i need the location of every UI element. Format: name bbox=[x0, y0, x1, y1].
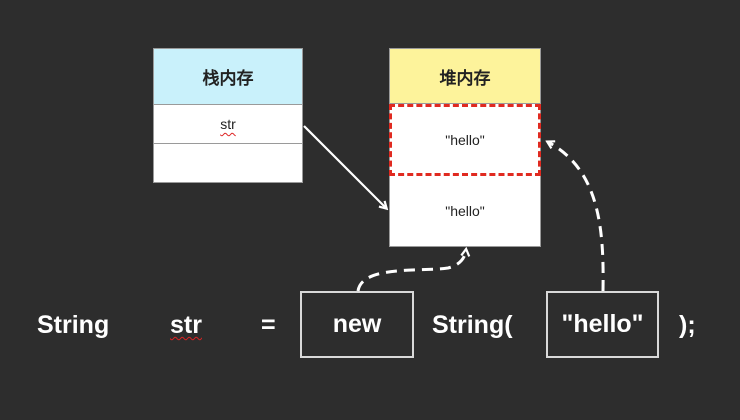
literal-pool-arrow bbox=[548, 142, 605, 292]
code-closing: ); bbox=[679, 311, 696, 339]
heap-string-pool-cell: "hello" bbox=[389, 104, 541, 176]
stack-memory-box: 栈内存 str bbox=[153, 48, 303, 183]
code-argument-box: "hello" bbox=[546, 291, 659, 358]
heap-memory-box: 堆内存 "hello" "hello" bbox=[389, 48, 541, 247]
code-new-keyword: new bbox=[332, 310, 382, 338]
code-keyword-string: String bbox=[37, 311, 110, 339]
stack-cell-str-label: str bbox=[220, 116, 236, 132]
stack-memory-header: 栈内存 bbox=[154, 49, 302, 105]
code-constructor: String( bbox=[432, 311, 513, 339]
stack-cell-str: str bbox=[154, 105, 302, 144]
heap-memory-header: 堆内存 bbox=[390, 49, 540, 104]
reference-arrow bbox=[303, 125, 386, 208]
code-argument-literal: "hello" bbox=[561, 310, 644, 338]
code-equals: = bbox=[261, 311, 276, 339]
code-new-box: new bbox=[300, 291, 414, 358]
code-variable-str: str bbox=[170, 311, 202, 339]
heap-object-cell: "hello" bbox=[445, 203, 485, 219]
new-object-arrow bbox=[356, 250, 466, 292]
